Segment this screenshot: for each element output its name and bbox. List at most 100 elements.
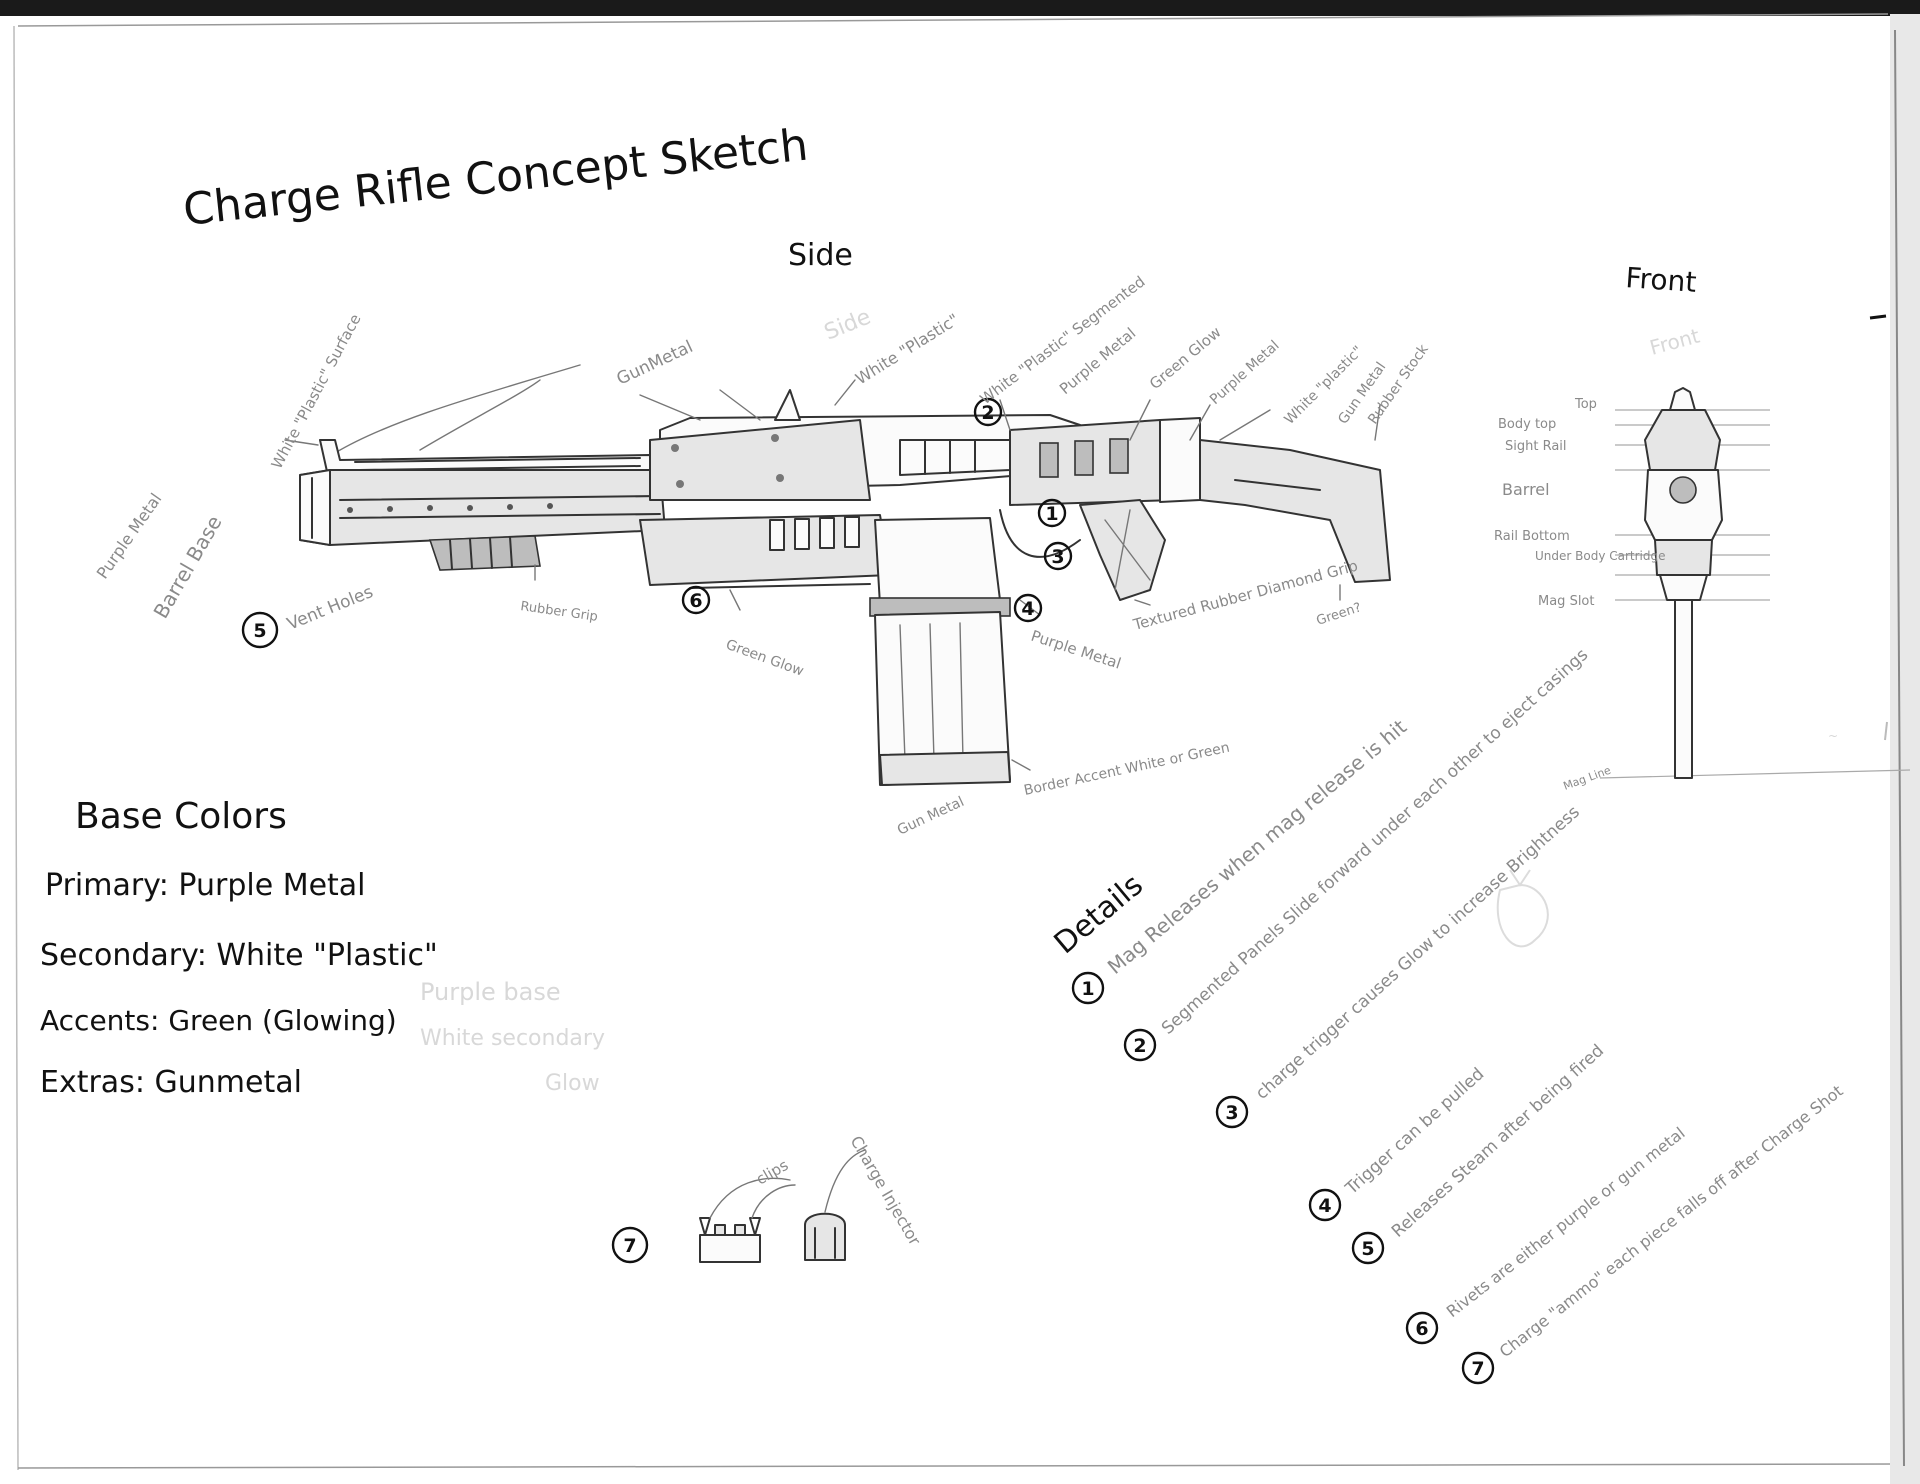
svg-text:2: 2 [1133, 1035, 1146, 1057]
front-magazine [1674, 599, 1693, 779]
label-rubber-grip: Rubber Grip [519, 599, 598, 625]
panel-segments [924, 439, 976, 475]
detail-badge-1: 1 [1071, 971, 1105, 1005]
ammo-clip-right [734, 1224, 746, 1236]
label-barrel: Barrel [1502, 480, 1550, 499]
base-colors-heading: Base Colors [75, 796, 287, 837]
charge-injector [804, 1212, 846, 1261]
label-under-body: Under Body Cartridge [1535, 549, 1666, 563]
base-colors-block: Base Colors Primary: Purple Metal Second… [40, 796, 605, 1100]
clips-leader [709, 1177, 791, 1219]
label-green-question: Green? [1315, 600, 1364, 629]
side-badge-4: 4 [1013, 593, 1043, 623]
detail-badge-2: 2 [1123, 1028, 1157, 1062]
label-barrel-base: Barrel Base [149, 511, 227, 622]
front-view-labels: Top Body top Sight Rail Barrel Rail Bott… [1494, 397, 1666, 793]
barrel-groove-2 [339, 513, 661, 519]
svg-text:1: 1 [1045, 503, 1058, 525]
injector-leader [824, 1149, 866, 1213]
front-under-body [1654, 539, 1713, 576]
svg-text:1: 1 [1081, 978, 1094, 1000]
barrel-rubber-grip [428, 535, 541, 571]
page-binding-edge [1894, 29, 1905, 1467]
page-shadow-right [1890, 14, 1920, 1484]
rifle-side-view [284, 364, 1391, 786]
page-title: Charge Rifle Concept Sketch [181, 120, 811, 236]
label-body-top: Body top [1498, 417, 1556, 432]
vent-holes [347, 503, 553, 513]
label-green-glow-top: Green Glow [1146, 323, 1225, 393]
front-top-sight [1669, 387, 1696, 411]
svg-text:5: 5 [1361, 1238, 1374, 1260]
barrel-groove [339, 495, 661, 501]
label-rail-bottom: Rail Bottom [1494, 529, 1570, 544]
side-heading: Side [788, 238, 853, 273]
svg-text:6: 6 [1415, 1318, 1428, 1340]
label-gunmetal-top: GunMetal [614, 337, 696, 390]
stock-line [1234, 479, 1321, 491]
top-sight [774, 389, 801, 421]
ammo-cartridge [699, 1234, 761, 1263]
label-charge-injector: Charge Injector [847, 1133, 925, 1249]
side-badge-2: 2 [973, 397, 1003, 427]
lower-glow-rail [689, 583, 871, 589]
svg-text:4: 4 [1021, 598, 1034, 620]
grip-texture [1104, 509, 1151, 591]
rubber-stock [1199, 439, 1391, 583]
detail-text-7: Charge "ammo" each piece falls off after… [1496, 1081, 1847, 1361]
ammo-badge-7: 7 [611, 1226, 649, 1264]
leader-lines [284, 379, 1381, 771]
svg-text:5: 5 [253, 620, 266, 642]
ammo-clip-arrow-right [749, 1217, 761, 1236]
green-glow-slots [1039, 438, 1129, 478]
ammo-sketch: 7 clips Charge Injector [611, 1133, 925, 1264]
svg-text:3: 3 [1051, 546, 1064, 568]
front-mag-slot [1659, 574, 1708, 601]
receiver-side-plate [649, 419, 871, 501]
detail-badge-5: 5 [1351, 1231, 1385, 1265]
magazine-well [874, 517, 1001, 606]
magazine-ridges [899, 622, 964, 761]
ammo-clip-arrow-left [699, 1217, 711, 1236]
page-border-bottom [17, 1463, 1901, 1469]
label-mag-line: Mag Line [1562, 764, 1613, 793]
plate-rivets [671, 434, 784, 488]
side-badge-5: 5 [241, 611, 279, 649]
handguard-slots [769, 516, 860, 551]
grip-ridges [449, 536, 513, 570]
ghost-line-2: White secondary [420, 1026, 605, 1051]
margin-tick [1884, 721, 1888, 741]
erased-sketch [1496, 869, 1549, 948]
label-purple-metal-bottom: Purple Metal [1029, 627, 1124, 673]
clips-leader-2 [751, 1184, 796, 1219]
front-body-top [1644, 409, 1721, 471]
side-badge-3: 3 [1043, 541, 1073, 571]
rail-line [354, 457, 641, 463]
svg-text:3: 3 [1225, 1102, 1238, 1124]
rifle-front-view: Top Body top Sight Rail Barrel Rail Bott… [1494, 387, 1911, 793]
svg-text:7: 7 [1471, 1358, 1484, 1380]
label-mag-slot: Mag Slot [1538, 594, 1594, 609]
svg-text:7: 7 [623, 1235, 636, 1257]
label-white-plastic-surface: White "Plastic" Surface [268, 311, 365, 472]
svg-text:4: 4 [1318, 1195, 1331, 1217]
side-badge-6: 6 [681, 585, 711, 615]
svg-text:2: 2 [981, 402, 994, 424]
injector-lines [814, 1227, 836, 1259]
label-clips: clips [753, 1156, 792, 1189]
margin-mark: ~ [1828, 729, 1838, 743]
detail-badge-7: 7 [1461, 1351, 1495, 1385]
ghost-line-1: Purple base [420, 978, 561, 1006]
stock-collar [1159, 417, 1201, 503]
sight-guide-line-2 [419, 379, 541, 451]
base-color-row-secondary: Secondary: White "Plastic" [40, 938, 438, 973]
label-purple-metal-left: Purple Metal [93, 490, 166, 583]
label-green-glow-bottom: Green Glow [724, 637, 806, 680]
detail-badge-6: 6 [1405, 1311, 1439, 1345]
barrel-body [299, 469, 666, 546]
faint-side-label: Side [821, 305, 874, 346]
label-sight-rail: Sight Rail [1505, 439, 1567, 454]
base-color-row-extras: Extras: Gunmetal [40, 1065, 302, 1100]
